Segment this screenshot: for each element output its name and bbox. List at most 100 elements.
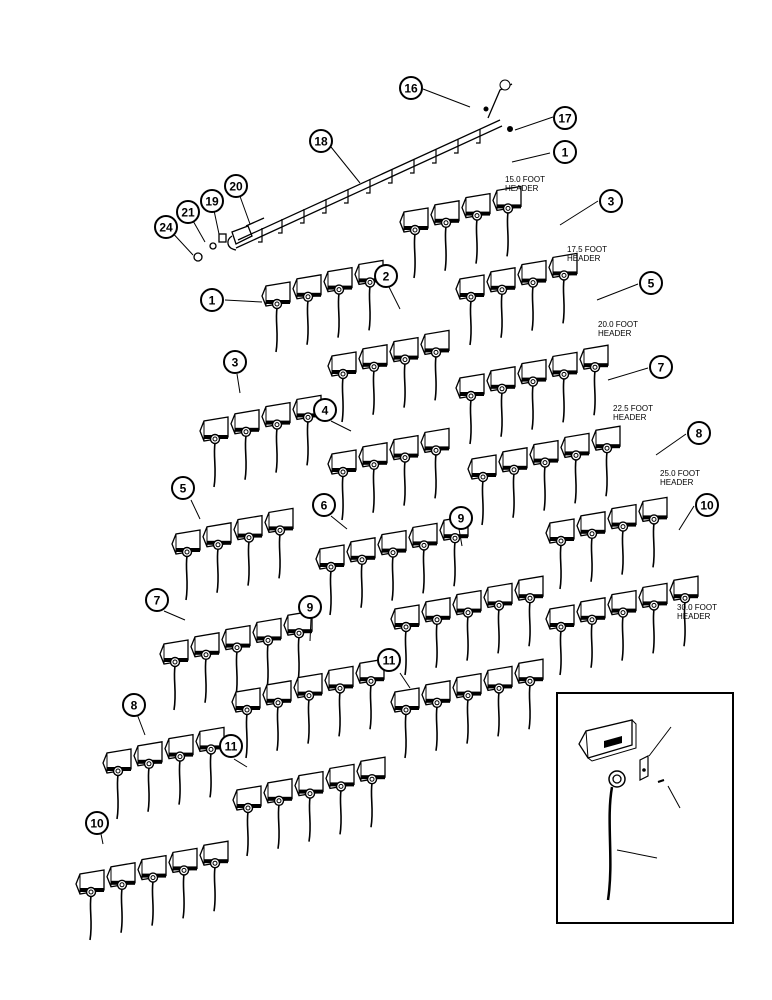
tine-row-3a: [199, 394, 322, 488]
callout-1: 1: [200, 288, 224, 312]
tine-tooth: [607, 589, 637, 662]
tine-tooth: [514, 658, 544, 731]
end-clamp: [231, 225, 253, 245]
tine-row-1a: [261, 259, 384, 353]
tine-tooth: [199, 416, 229, 488]
tine-tooth: [514, 575, 544, 648]
callout-number: 3: [608, 194, 615, 208]
tine-tooth: [455, 373, 485, 445]
tine-tooth: [262, 679, 292, 752]
tine-row-4: [327, 427, 450, 521]
tine-tooth: [455, 274, 485, 346]
callout-number: 19: [205, 194, 219, 208]
tine-tooth: [576, 510, 606, 583]
header-size-labels: 15.0 FOOT HEADER 17.5 FOOT HEADER 20.0 F…: [505, 175, 717, 621]
tine-tooth: [283, 610, 313, 683]
tine-tooth: [202, 521, 232, 594]
callout-3: 3: [223, 350, 247, 374]
tine-row-1b: [399, 185, 522, 279]
callout-circle: [176, 200, 200, 224]
tine-tooth: [483, 582, 513, 655]
callout-11: 11: [219, 734, 243, 758]
callout-4: 4: [313, 398, 337, 422]
callout-number: 11: [225, 739, 238, 753]
crank-pivot: [499, 79, 511, 91]
callout-number: 2: [383, 269, 390, 283]
tine-row-8a: [102, 726, 225, 820]
callout-number: 10: [700, 498, 714, 512]
tine-tooth: [232, 785, 262, 857]
tine-tooth: [607, 503, 637, 576]
tine-tooth: [233, 514, 263, 587]
callout-10: 10: [695, 493, 719, 517]
tine-tooth: [377, 529, 407, 602]
tine-tooth: [390, 687, 420, 759]
callout-number: 1: [562, 145, 569, 159]
detail-inset: [556, 692, 734, 924]
tine-tooth: [102, 748, 132, 820]
tine-row-11a: [390, 658, 544, 759]
tine-tooth: [159, 639, 189, 711]
callout-number: 9: [307, 600, 314, 614]
tine-tooth: [545, 518, 575, 590]
callout-circle: [377, 648, 401, 672]
callout-number: 4: [322, 403, 329, 417]
tine-row-10a: [75, 840, 229, 941]
callout-number: 24: [159, 220, 173, 234]
callout-circle: [200, 189, 224, 213]
tine-row-10b: [545, 575, 699, 676]
label-25ft-line1: 25.0 FOOT: [660, 469, 700, 478]
callout-circle: [639, 271, 663, 295]
label-22-5ft-line2: HEADER: [613, 413, 647, 422]
bar-brackets: [258, 129, 481, 243]
tine-tooth: [133, 740, 163, 813]
tine-tooth: [252, 617, 282, 690]
nut-17-part: [507, 126, 513, 132]
tine-tooth: [517, 259, 547, 332]
callout-7: 7: [649, 355, 673, 379]
callout-circle: [449, 506, 473, 530]
callout-number: 5: [648, 276, 655, 290]
callout-circle: [309, 129, 333, 153]
tine-tooth: [263, 777, 293, 850]
callout-circle: [687, 421, 711, 445]
tine-tooth: [638, 582, 668, 655]
tine-tooth: [221, 624, 251, 697]
tine-tooth: [261, 401, 291, 474]
tine-tooth: [323, 266, 353, 339]
callout-circle: [145, 588, 169, 612]
nut-24-part: [193, 252, 203, 262]
tine-tooth: [579, 344, 609, 417]
tine-row-5b: [455, 344, 609, 445]
callout-2: 2: [374, 264, 398, 288]
callout-number: 11: [383, 653, 396, 667]
callout-number: 7: [154, 593, 161, 607]
washer-21-part: [209, 242, 217, 250]
callout-8: 8: [687, 421, 711, 445]
inset-screw: [657, 779, 665, 783]
callout-circle: [553, 106, 577, 130]
label-22-5ft-line1: 22.5 FOOT: [613, 404, 653, 413]
label-20ft-line1: 20.0 FOOT: [598, 320, 638, 329]
callout-17: 17: [553, 106, 577, 130]
callout-circle: [298, 595, 322, 619]
tine-tooth: [195, 726, 225, 799]
callout-number: 8: [131, 698, 138, 712]
tine-tooth: [261, 281, 291, 353]
bolt-20-part: [245, 217, 265, 227]
tine-tooth: [452, 672, 482, 745]
callout-number: 3: [232, 355, 239, 369]
tine-tooth: [230, 408, 260, 481]
tine-tooth: [168, 847, 198, 920]
tine-tooth: [199, 840, 229, 913]
label-15ft-line1: 15.0 FOOT: [505, 175, 545, 184]
callout-circle: [171, 476, 195, 500]
callout-circle: [374, 264, 398, 288]
callout-circle: [122, 693, 146, 717]
tine-tooth: [560, 432, 590, 505]
callout-21: 21: [176, 200, 200, 224]
tine-bar: [237, 119, 501, 241]
callout-circle: [312, 493, 336, 517]
tine-tooth: [452, 589, 482, 662]
tine-row-8b: [545, 496, 668, 590]
